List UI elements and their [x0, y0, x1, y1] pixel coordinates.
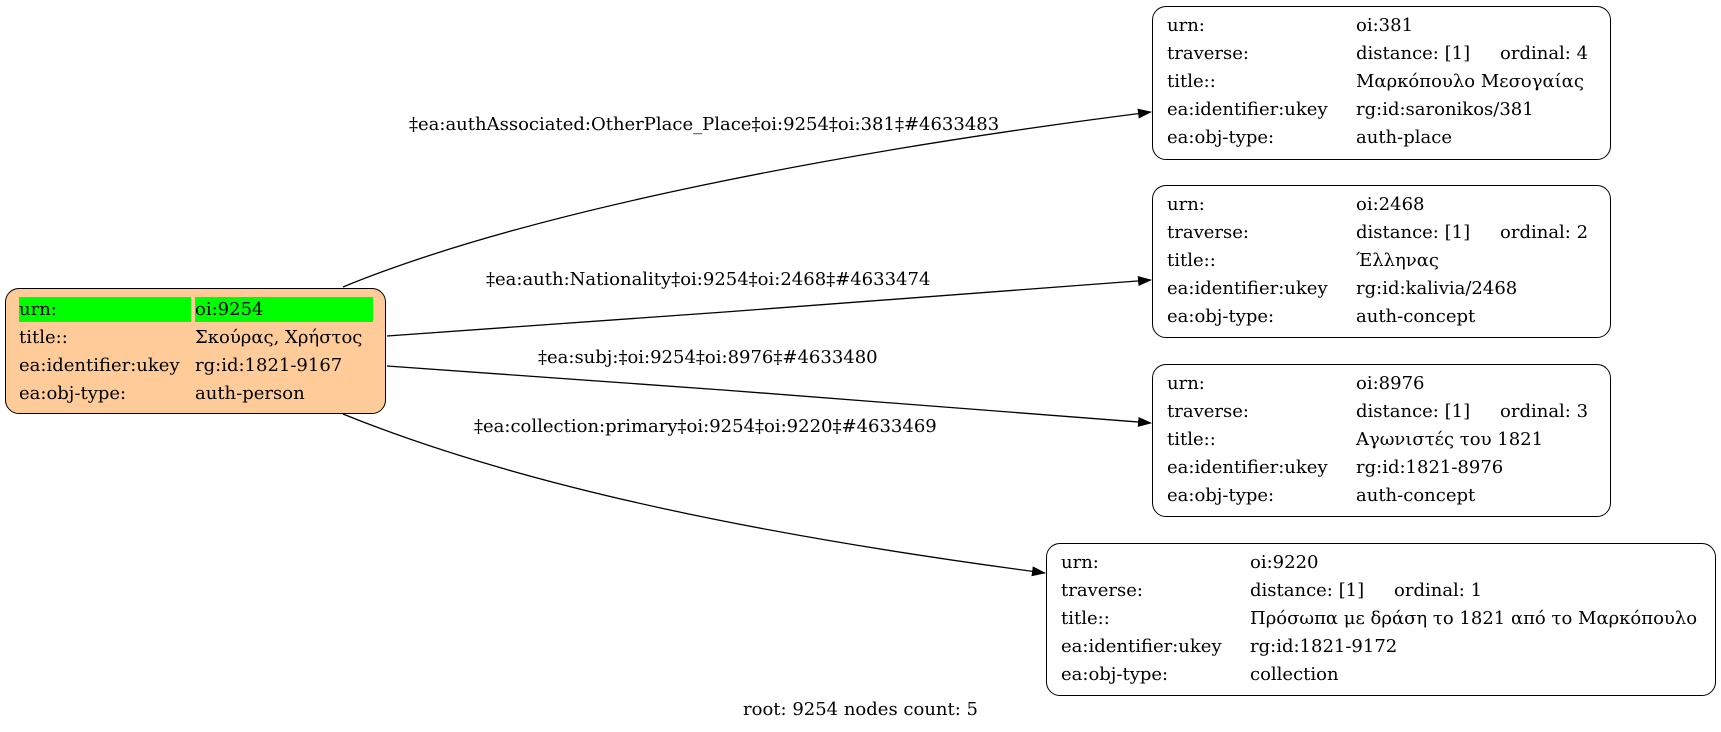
node-row-urn: urn: oi:8976 — [1167, 371, 1598, 399]
row-key: ea:identifier:ukey — [1167, 278, 1328, 299]
row-value: Μαρκόπουλο Μεσογαίας — [1356, 71, 1584, 92]
row-ordinal: ordinal: 1 — [1394, 580, 1483, 601]
node-row-ukey: ea:identifier:ukey rg:id:1821-9167 — [19, 353, 375, 381]
row-value: auth-person — [195, 383, 305, 404]
row-key: traverse: — [1167, 222, 1249, 243]
row-value: oi:381 — [1356, 15, 1414, 36]
node-row-obj-type: ea:obj-type: auth-place — [1167, 125, 1598, 153]
node-row-title: title:: Σκούρας, Χρήστος — [19, 325, 375, 353]
row-value: rg:id:saronikos/381 — [1356, 99, 1534, 120]
row-key: urn: — [1167, 15, 1205, 36]
row-key: ea:identifier:ukey — [1167, 99, 1328, 120]
node-row-obj-type: ea:obj-type: collection — [1061, 662, 1703, 690]
row-value: oi:2468 — [1356, 194, 1425, 215]
edge-to-oi-2468[interactable] — [386, 276, 1152, 337]
edge-label-oi-381: ‡ea:authAssociated:OtherPlace_Place‡oi:9… — [409, 114, 1000, 135]
row-distance: distance: [1] — [1356, 222, 1471, 243]
row-value: collection — [1250, 664, 1339, 685]
row-value: Αγωνιστές του 1821 — [1356, 429, 1544, 450]
root-node[interactable]: urn: oi:9254 title:: Σκούρας, Χρήστος ea… — [5, 288, 386, 414]
row-key: ea:obj-type: — [1167, 485, 1275, 506]
row-ordinal: ordinal: 2 — [1500, 222, 1589, 243]
row-key: title:: — [19, 327, 68, 348]
row-key: ea:identifier:ukey — [1061, 636, 1222, 657]
row-value: oi:9220 — [1250, 552, 1319, 573]
row-value: auth-place — [1356, 127, 1452, 148]
row-key: title:: — [1167, 429, 1216, 450]
node-row-ukey: ea:identifier:ukey rg:id:1821-9172 — [1061, 634, 1703, 662]
node-row-traverse: traverse: distance: [1] ordinal: 4 — [1167, 41, 1598, 69]
row-key: ea:identifier:ukey — [19, 355, 180, 376]
edge-to-oi-9220[interactable] — [342, 413, 1046, 577]
row-key: title:: — [1167, 250, 1216, 271]
row-key: ea:obj-type: — [1167, 127, 1275, 148]
row-value: oi:8976 — [1356, 373, 1425, 394]
edge-label-oi-9220: ‡ea:collection:primary‡oi:9254‡oi:9220‡#… — [474, 416, 937, 437]
edge-to-oi-8976[interactable] — [386, 365, 1152, 427]
row-key: ea:obj-type: — [19, 383, 127, 404]
node-row-title: title:: Πρόσωπα με δράση το 1821 από το … — [1061, 606, 1703, 634]
node-row-urn: urn: oi:9254 — [19, 297, 375, 325]
node-row-obj-type: ea:obj-type: auth-concept — [1167, 483, 1598, 511]
node-row-urn: urn: oi:381 — [1167, 13, 1598, 41]
node-row-title: title:: Μαρκόπουλο Μεσογαίας — [1167, 69, 1598, 97]
row-value: Σκούρας, Χρήστος — [195, 327, 363, 348]
edge-label-oi-2468: ‡ea:auth:Nationality‡oi:9254‡oi:2468‡#46… — [486, 269, 931, 290]
node-oi-9220[interactable]: urn: oi:9220 traverse: distance: [1] ord… — [1046, 543, 1716, 696]
row-distance: distance: [1] — [1250, 580, 1365, 601]
row-ordinal: ordinal: 3 — [1500, 401, 1589, 422]
node-oi-381[interactable]: urn: oi:381 traverse: distance: [1] ordi… — [1152, 6, 1611, 160]
row-key: title:: — [1167, 71, 1216, 92]
row-value: auth-concept — [1356, 306, 1476, 327]
row-key: urn: — [1167, 194, 1205, 215]
row-key: urn: — [19, 297, 191, 322]
node-row-traverse: traverse: distance: [1] ordinal: 3 — [1167, 399, 1598, 427]
row-key: ea:identifier:ukey — [1167, 457, 1328, 478]
node-row-ukey: ea:identifier:ukey rg:id:kalivia/2468 — [1167, 276, 1598, 304]
row-value: oi:9254 — [195, 297, 373, 322]
row-key: traverse: — [1167, 401, 1249, 422]
row-ordinal: ordinal: 4 — [1500, 43, 1589, 64]
node-row-ukey: ea:identifier:ukey rg:id:saronikos/381 — [1167, 97, 1598, 125]
node-oi-8976[interactable]: urn: oi:8976 traverse: distance: [1] ord… — [1152, 364, 1611, 517]
graph-footer: root: 9254 nodes count: 5 — [743, 699, 978, 720]
row-distance: distance: [1] — [1356, 401, 1471, 422]
row-value: auth-concept — [1356, 485, 1476, 506]
node-row-urn: urn: oi:9220 — [1061, 550, 1703, 578]
node-row-ukey: ea:identifier:ukey rg:id:1821-8976 — [1167, 455, 1598, 483]
edge-label-oi-8976: ‡ea:subj:‡oi:9254‡oi:8976‡#4633480 — [538, 347, 878, 368]
row-key: traverse: — [1061, 580, 1143, 601]
node-row-urn: urn: oi:2468 — [1167, 192, 1598, 220]
row-value: rg:id:1821-9167 — [195, 355, 343, 376]
node-row-title: title:: Έλληνας — [1167, 248, 1598, 276]
edge-to-oi-381[interactable] — [342, 108, 1152, 288]
node-row-obj-type: ea:obj-type: auth-person — [19, 381, 375, 409]
row-key: traverse: — [1167, 43, 1249, 64]
node-row-traverse: traverse: distance: [1] ordinal: 2 — [1167, 220, 1598, 248]
row-value: rg:id:kalivia/2468 — [1356, 278, 1518, 299]
row-value: Πρόσωπα με δράση το 1821 από το Μαρκόπου… — [1250, 608, 1698, 629]
row-key: urn: — [1061, 552, 1099, 573]
node-row-obj-type: ea:obj-type: auth-concept — [1167, 304, 1598, 332]
row-value: rg:id:1821-9172 — [1250, 636, 1398, 657]
row-value: rg:id:1821-8976 — [1356, 457, 1504, 478]
row-key: ea:obj-type: — [1061, 664, 1169, 685]
node-row-traverse: traverse: distance: [1] ordinal: 1 — [1061, 578, 1703, 606]
row-key: ea:obj-type: — [1167, 306, 1275, 327]
row-key: title:: — [1061, 608, 1110, 629]
row-value: Έλληνας — [1356, 250, 1439, 271]
row-key: urn: — [1167, 373, 1205, 394]
row-distance: distance: [1] — [1356, 43, 1471, 64]
node-row-title: title:: Αγωνιστές του 1821 — [1167, 427, 1598, 455]
node-oi-2468[interactable]: urn: oi:2468 traverse: distance: [1] ord… — [1152, 185, 1611, 338]
